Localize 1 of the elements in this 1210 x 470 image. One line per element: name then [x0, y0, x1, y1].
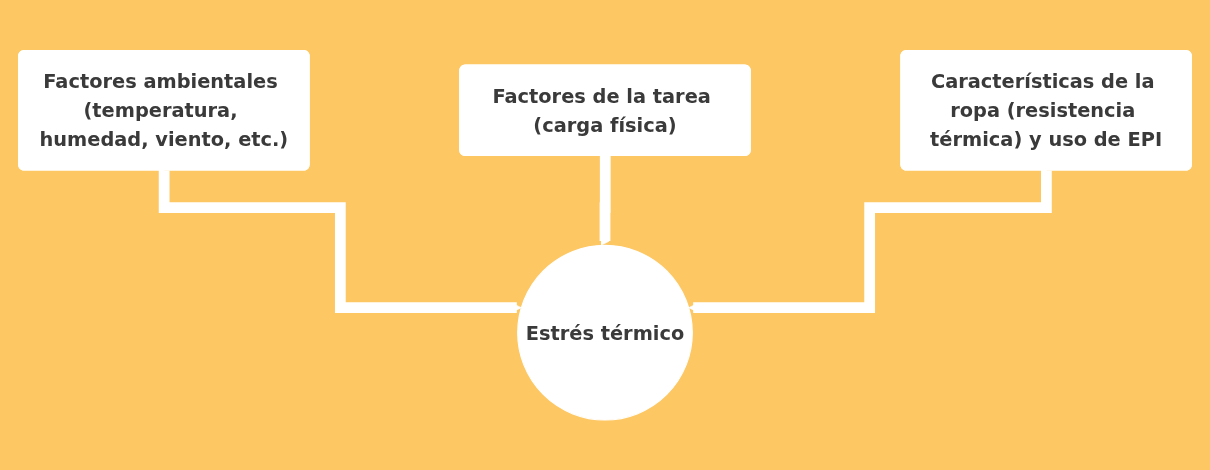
node-circle: Estrés térmico [517, 244, 693, 421]
